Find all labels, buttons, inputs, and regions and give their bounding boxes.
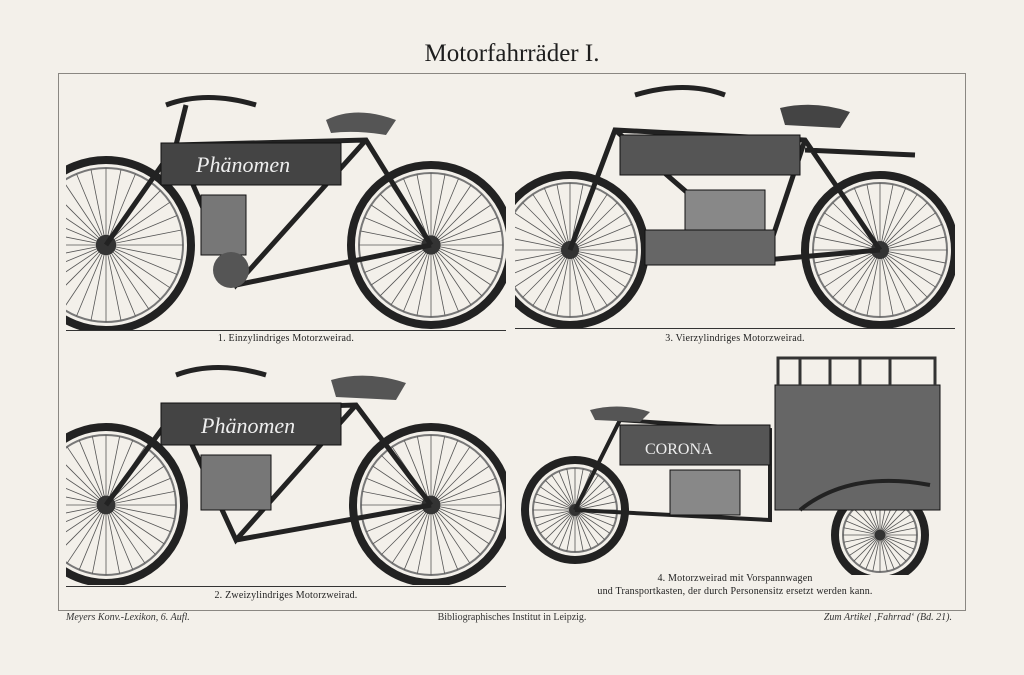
figure-3-rule xyxy=(515,328,955,329)
figure-3-illustration xyxy=(515,80,955,328)
tank-logo: Phänomen xyxy=(200,413,295,438)
four-cylinder-motorcycle-drawing xyxy=(515,85,955,328)
figure-1-rule xyxy=(66,330,506,331)
wheel xyxy=(349,423,506,585)
wheel xyxy=(66,423,188,585)
figure-2-illustration: Phänomen xyxy=(66,355,506,585)
figure-4-caption-line1: 4. Motorzweirad mit Vorspannwagen xyxy=(657,573,813,584)
tank-logo: Phänomen xyxy=(195,152,290,177)
figure-3-caption: 3. Vierzylindriges Motorzweirad. xyxy=(665,333,805,344)
tank-logo: CORONA xyxy=(645,441,713,458)
plate-frame xyxy=(58,73,966,611)
page-title: Motorfahrräder I. xyxy=(424,40,600,67)
figure-2-rule xyxy=(66,586,506,587)
figure-4-caption-line2: und Transportkasten, der durch Personens… xyxy=(597,586,873,597)
figure-2-caption: 2. Zweizylindriges Motorzweirad. xyxy=(214,590,358,601)
motorcycle-with-forecar-drawing: CORONA xyxy=(521,356,941,575)
single-cylinder-motorcycle-drawing: Phänomen xyxy=(66,95,506,330)
two-cylinder-motorcycle-drawing: Phänomen xyxy=(66,365,506,585)
footer-publisher: Bibliographisches Institut in Leipzig. xyxy=(437,612,587,623)
figure-1-illustration: Phänomen xyxy=(66,85,506,330)
footer-article-reference: Zum Artikel ‚Fahrrad‘ (Bd. 21). xyxy=(823,612,952,623)
figure-4-illustration: CORONA xyxy=(520,350,960,575)
wheel xyxy=(515,171,649,328)
footer-source: Meyers Konv.-Lexikon, 6. Aufl. xyxy=(66,612,190,623)
figure-1-caption: 1. Einzylindriges Motorzweirad. xyxy=(217,333,355,344)
wheel xyxy=(66,156,195,330)
